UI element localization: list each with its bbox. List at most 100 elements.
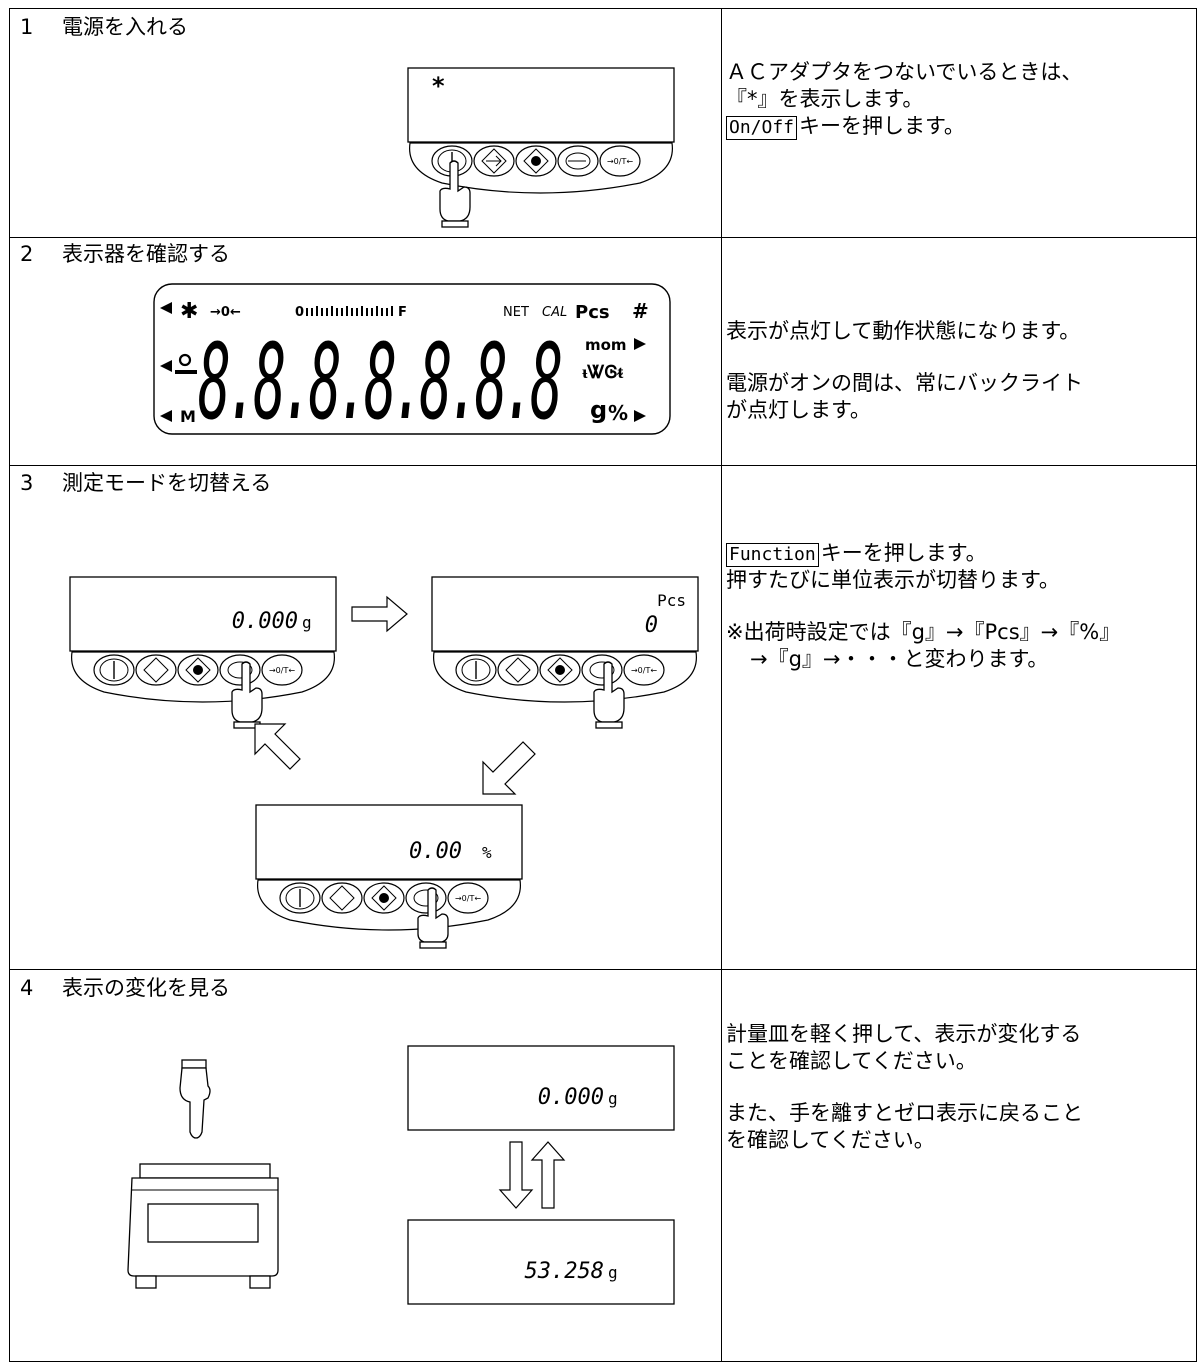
memory-indicator: M [180, 407, 196, 426]
tare-key-label: →0/T← [455, 894, 481, 903]
desc-line: 『*』を表示します。 [726, 87, 924, 111]
load-value: 53.258 [525, 1259, 604, 1284]
percent-unit: % [608, 401, 628, 425]
finger-pointer-icon [417, 887, 449, 949]
pcs-value: 0 [645, 613, 658, 638]
note-line: →『g』→・・・と変わります。 [750, 647, 1049, 671]
desc-line: 電源がオンの間は、常にバックライト [726, 371, 1083, 395]
on-off-key-label: On/Off [726, 116, 798, 140]
note-line: ※出荷時設定では『g』→『Pcs』→『%』 [726, 620, 1121, 644]
step-title: 測定モードを切替える [62, 471, 272, 495]
finger-pointer-icon [179, 1059, 211, 1139]
step-1-heading: 1 電源を入れる [10, 14, 188, 40]
gram-unit: g [302, 613, 312, 632]
right-arrow-icon [634, 410, 646, 422]
keypad: →0/T← [71, 651, 335, 703]
load-unit: g [608, 1263, 618, 1282]
finger-pointer-icon [231, 661, 263, 729]
desc-line: 表示が点灯して動作状態になります。 [726, 319, 1081, 343]
keypad: →0/T← [433, 651, 697, 703]
hash-indicator: # [632, 299, 649, 323]
bar-start: 0 [295, 305, 304, 320]
pcs-unit: Pcs [657, 591, 686, 610]
desc-line: を確認してください。 [726, 1128, 935, 1152]
desc-line: が点灯します。 [726, 398, 871, 422]
keypad: →0/T← [257, 879, 521, 931]
finger-pointer-icon [593, 661, 625, 729]
row-divider-1 [10, 237, 1196, 238]
step-2-heading: 2 表示器を確認する [10, 241, 230, 267]
tare-key [599, 145, 641, 177]
step-number: 2 [20, 242, 34, 266]
lcd-digits: 8.8.8.8.8.8.8 [198, 321, 561, 443]
left-arrow-icon [160, 360, 172, 372]
up-arrow-icon [530, 1141, 566, 1209]
display-gram: 0.000 g [69, 576, 337, 652]
asterisk-icon: ✱ [180, 299, 198, 324]
tare-key-label: →0/T← [269, 666, 295, 675]
weighing-scale-icon [127, 1163, 279, 1289]
step-3-figure: 0.000 g →0/T← Pcs 0 [69, 576, 699, 949]
percent-unit: % [482, 843, 492, 862]
function-key-label: Function [726, 543, 819, 567]
cal-indicator: CAL [542, 305, 567, 320]
step-title: 表示の変化を見る [62, 976, 230, 1000]
gram-unit: g [590, 396, 607, 424]
right-arrow-icon [351, 595, 408, 633]
step-4-heading: 4 表示の変化を見る [10, 975, 230, 1001]
display-zero: 0.000 g [407, 1045, 675, 1131]
step-number: 4 [20, 976, 34, 1000]
desc-line: 計量皿を軽く押して、表示が変化する [726, 1022, 1082, 1046]
row-divider-2 [10, 465, 1196, 466]
step-number: 1 [20, 15, 34, 39]
display-load: 53.258 g [407, 1219, 675, 1305]
step-title: 電源を入れる [62, 15, 188, 39]
pcs-indicator: Pcs [575, 302, 610, 323]
up-left-arrow-icon [254, 723, 301, 770]
desc-line: また、手を離すとゼロ表示に戻ること [726, 1101, 1083, 1125]
scale-press-figure [127, 1059, 279, 1289]
right-arrow-icon [634, 338, 646, 350]
step-4-displays: 0.000 g 53.258 g [407, 1045, 675, 1305]
instruction-table [9, 8, 1197, 1362]
desc-line: ＡＣアダプタをつないでいるときは、 [726, 60, 1083, 84]
step-2-description: 表示が点灯して動作状態になります。 電源がオンの間は、常にバックライト が点灯し… [726, 318, 1186, 424]
left-arrow-icon [160, 302, 172, 314]
net-indicator: NET [503, 305, 529, 320]
keypad: →0/T← [409, 142, 673, 194]
down-arrow-icon [498, 1141, 534, 1209]
step-4-description: 計量皿を軽く押して、表示が変化する ことを確認してください。 また、手を離すとゼ… [726, 1021, 1186, 1154]
step-number: 3 [20, 471, 34, 495]
left-arrow-icon [160, 410, 172, 422]
tare-key-label: →0/T← [607, 157, 633, 166]
display-pcs: Pcs 0 [431, 576, 699, 652]
column-divider [721, 9, 722, 1361]
tare-key-label: →0/T← [631, 666, 657, 675]
lcd-full-display: ✱ →0← 0 F NET CAL Pcs # M 8.8.8.8.8.8.8 … [153, 283, 671, 443]
step-1-figure: * →0/T← [407, 67, 675, 228]
unit-symbols: ᵼᏔᎶᵵ [582, 362, 623, 383]
display-percent: 0.00 % [255, 804, 523, 880]
zero-unit: g [608, 1089, 618, 1108]
desc-line: キーを押します。 [820, 541, 987, 565]
level-bargraph [306, 306, 393, 316]
row-divider-3 [10, 969, 1196, 970]
ac-adapter-symbol: * [432, 72, 445, 100]
zero-value: 0.000 [538, 1085, 604, 1110]
desc-line: 押すたびに単位表示が切替ります。 [726, 568, 1060, 592]
bar-end: F [398, 305, 407, 320]
down-left-arrow-icon [482, 741, 536, 795]
stable-indicator-icon [175, 353, 197, 374]
desc-line: キーを押します。 [799, 114, 965, 138]
finger-pointer-icon [439, 160, 471, 228]
step-3-heading: 3 測定モードを切替える [10, 470, 271, 496]
display-window [407, 67, 675, 143]
zero-mark: →0← [210, 305, 241, 320]
gram-value: 0.000 [232, 609, 298, 634]
mom-indicator: mom [585, 336, 627, 354]
step-title: 表示器を確認する [62, 242, 230, 266]
desc-line: ことを確認してください。 [726, 1049, 977, 1073]
percent-value: 0.00 [409, 839, 462, 864]
